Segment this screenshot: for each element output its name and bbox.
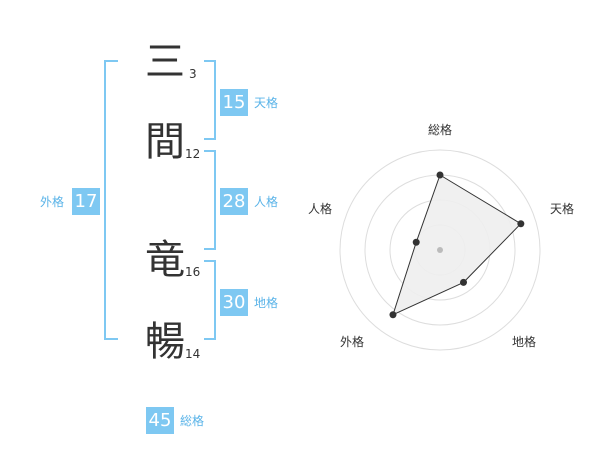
tenkaku-label: 天格 (254, 96, 279, 110)
radar-label-chikaku: 地格 (512, 334, 536, 349)
radar-label-jinkaku: 人格 (308, 201, 332, 216)
chikaku-bracket (204, 260, 216, 340)
stroke-count-2: 12 (185, 147, 201, 161)
tenkaku-value-badge: 15 (220, 89, 248, 116)
name-char-4: 暢 (145, 319, 185, 365)
radar-score-point (460, 278, 468, 286)
radar-score-point (517, 220, 525, 228)
gaikaku-value-badge: 17 (72, 188, 100, 215)
stroke-count-3: 16 (185, 265, 201, 279)
gaikaku-label: 外格 (40, 195, 65, 209)
stroke-count-1: 3 (189, 67, 197, 81)
soukaku-label: 総格 (180, 414, 205, 428)
name-char-2: 間 (145, 119, 185, 165)
jinkaku-label: 人格 (254, 195, 279, 209)
jinkaku-value-badge: 28 (220, 188, 248, 215)
radar-label-gaikaku: 外格 (340, 334, 364, 349)
radar-label-soukaku: 総格 (428, 122, 452, 137)
radar-label-tenkaku: 天格 (550, 201, 574, 216)
name-char-1: 三 (145, 39, 185, 85)
name-char-3: 竜 (145, 237, 185, 283)
radar-center-dot (437, 247, 443, 253)
tenkaku-bracket (204, 60, 216, 140)
chikaku-label: 地格 (254, 296, 279, 310)
radar-score-point (436, 171, 444, 179)
fortune-radar-chart: 総格 天格 地格 外格 人格 (308, 122, 574, 351)
radar-score-area (392, 174, 522, 316)
stroke-count-4: 14 (185, 347, 201, 361)
soukaku-value-badge: 45 (146, 407, 174, 434)
jinkaku-bracket (204, 150, 216, 250)
chikaku-value-badge: 30 (220, 289, 248, 316)
radar-ring (339, 149, 541, 351)
gaikaku-bracket (104, 60, 118, 340)
radar-score-point (412, 238, 420, 246)
radar-score-points (389, 171, 525, 319)
radar-score-point (389, 311, 397, 319)
